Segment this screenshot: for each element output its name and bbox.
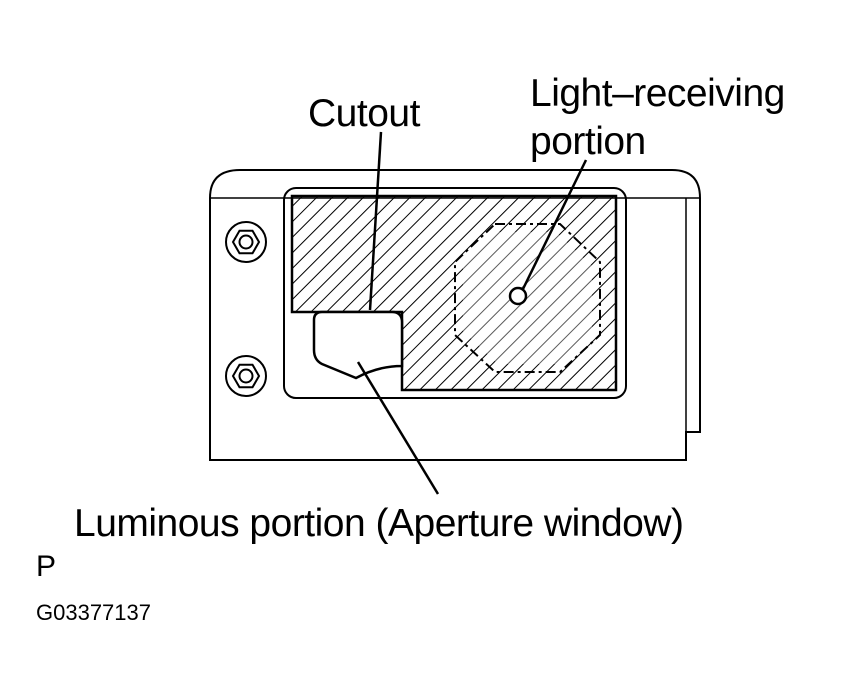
hex-bolt-icon xyxy=(225,355,267,397)
sensor-plate xyxy=(283,187,627,399)
receiving-zone-inner xyxy=(463,232,592,364)
hex-bolt-icon xyxy=(225,221,267,263)
luminous-leader xyxy=(356,361,440,495)
housing-outline xyxy=(209,169,701,461)
view-letter: P xyxy=(36,550,57,583)
light-receiving-label-line2: portion xyxy=(530,120,646,163)
light-receiving-leader xyxy=(521,159,588,290)
cutout-leader xyxy=(368,131,383,311)
aperture-window xyxy=(312,310,404,380)
receiving-zone-outline xyxy=(454,223,601,373)
light-receiving-point xyxy=(508,286,528,306)
figure-id: G03377137 xyxy=(36,600,151,625)
luminous-label: Luminous portion (Aperture window) xyxy=(74,502,684,545)
cutout-label: Cutout xyxy=(308,92,420,135)
light-receiving-label-line1: Light–receiving xyxy=(530,72,785,115)
